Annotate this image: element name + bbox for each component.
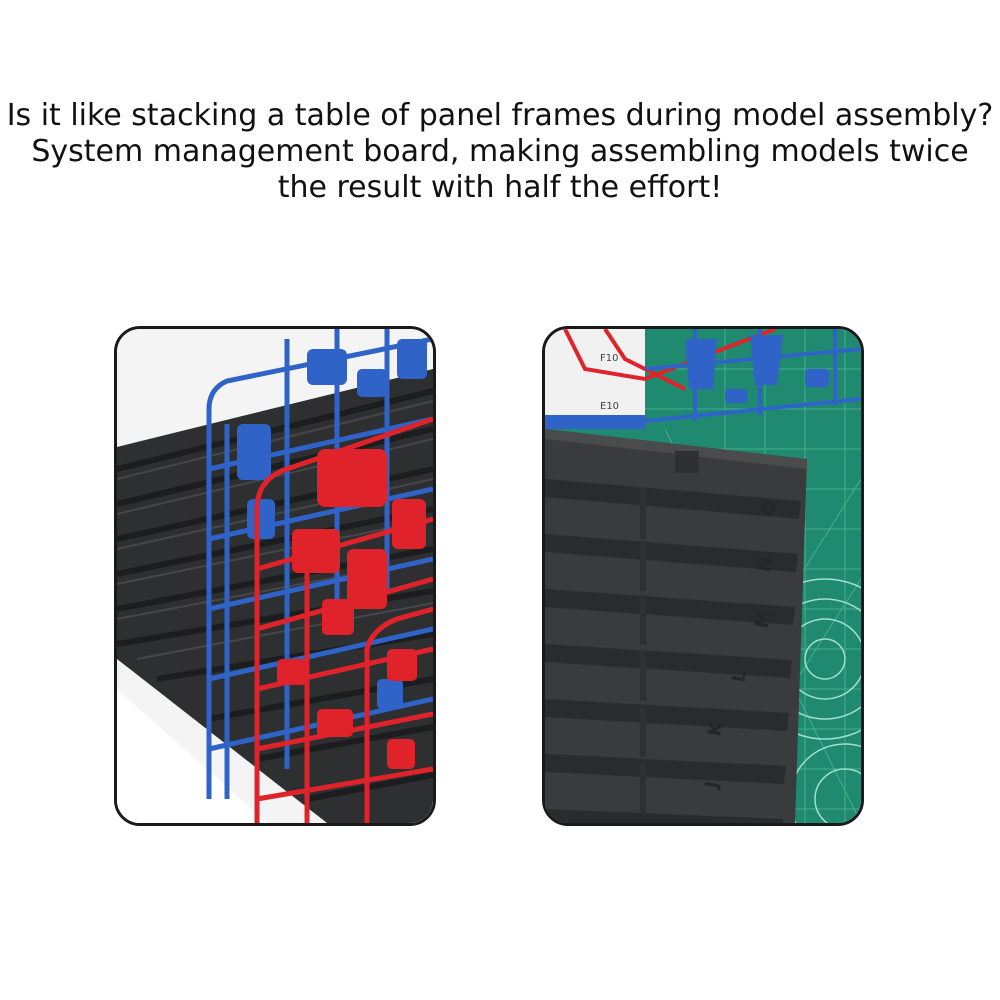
headline: Is it like stacking a table of panel fra… xyxy=(0,98,1000,206)
headline-line-3: the result with half the effort! xyxy=(277,170,723,205)
svg-text:F10: F10 xyxy=(600,353,618,364)
photo-management-board: F10 E10 xyxy=(542,326,864,826)
slot-letter-o: O xyxy=(757,499,780,518)
headline-line-1: Is it like stacking a table of panel fra… xyxy=(6,98,994,133)
slot-letter-l: L xyxy=(728,669,751,684)
rack-sprues-illustration xyxy=(117,329,433,823)
slot-letter-m: M xyxy=(751,609,775,630)
headline-line-2: System management board, making assembli… xyxy=(31,134,969,169)
management-board-illustration: F10 E10 xyxy=(545,329,861,823)
slot-letter-n: N xyxy=(754,555,777,573)
slot-letter-k: K xyxy=(704,719,727,737)
svg-text:E10: E10 xyxy=(600,401,619,412)
photo-rack-with-sprues xyxy=(114,326,436,826)
